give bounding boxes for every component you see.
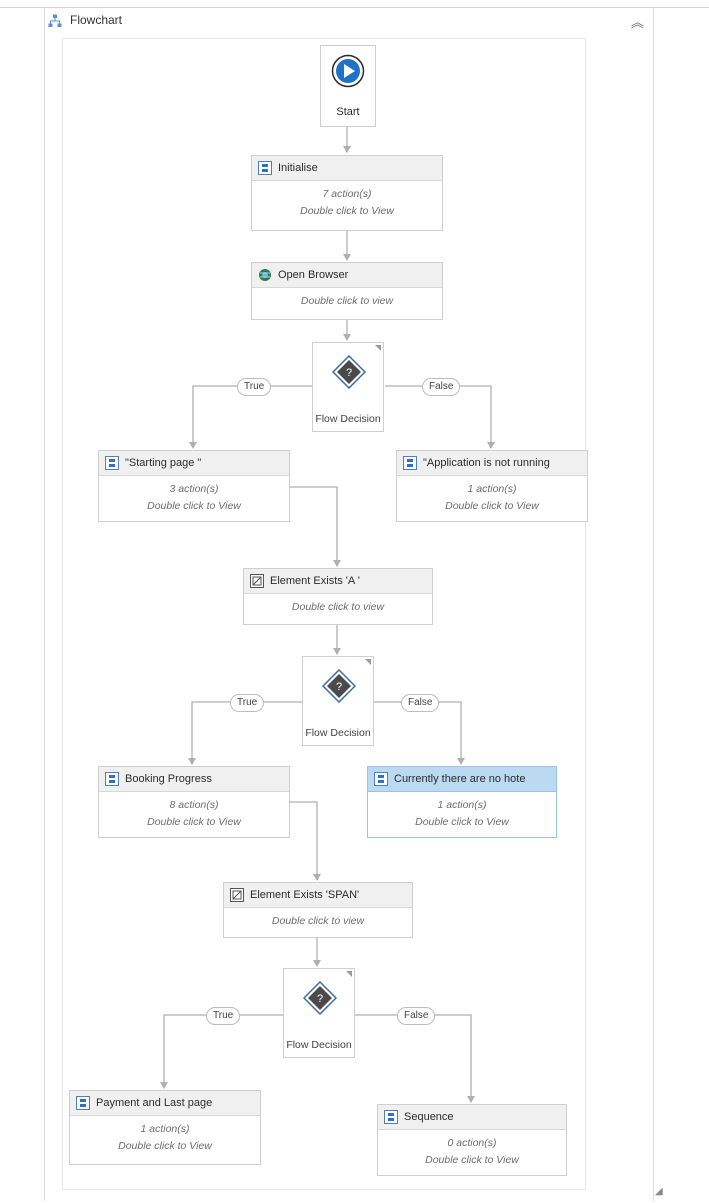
- activity-application-not-running[interactable]: "Application is not running 1 action(s) …: [396, 450, 588, 522]
- activity-title: Element Exists 'A ': [270, 575, 360, 587]
- activity-payment-and-last-page[interactable]: Payment and Last page 1 action(s) Double…: [69, 1090, 261, 1165]
- sequence-icon: [105, 456, 119, 470]
- flow-decision-2[interactable]: ? Flow Decision: [302, 656, 374, 746]
- activity-title: "Starting page ": [125, 457, 202, 469]
- decision-diamond-icon: ?: [332, 355, 366, 389]
- activity-booking-progress[interactable]: Booking Progress 8 action(s) Double clic…: [98, 766, 290, 838]
- view-hint: Double click to View: [118, 1140, 212, 1152]
- false-branch-label: False: [397, 1007, 436, 1025]
- action-count: 1 action(s): [437, 799, 487, 811]
- view-hint: Double click to View: [425, 1154, 519, 1166]
- true-branch-label: True: [230, 694, 265, 712]
- action-count: 3 action(s): [169, 483, 219, 495]
- activity-open-browser[interactable]: Open Browser Double click to view: [251, 262, 443, 320]
- activity-element-exists-span[interactable]: Element Exists 'SPAN' Double click to vi…: [223, 882, 413, 938]
- svg-text:?: ?: [336, 681, 342, 693]
- view-hint: Double click to view: [291, 601, 385, 613]
- view-hint: Double click to view: [300, 295, 394, 307]
- activity-title: Open Browser: [278, 269, 349, 281]
- true-branch-label: True: [237, 378, 272, 396]
- decision-label: Flow Decision: [305, 727, 371, 739]
- activity-title: Booking Progress: [125, 773, 212, 785]
- start-node[interactable]: Start: [320, 45, 376, 127]
- activity-sequence[interactable]: Sequence 0 action(s) Double click to Vie…: [377, 1104, 567, 1176]
- action-count: 0 action(s): [447, 1137, 497, 1149]
- sequence-icon: [384, 1110, 398, 1124]
- corner-marker: [346, 971, 352, 977]
- action-count: 7 action(s): [322, 188, 372, 200]
- activity-title: Currently there are no hote: [394, 773, 526, 785]
- corner-marker: [365, 659, 371, 665]
- sequence-icon: [258, 161, 272, 175]
- activity-element-exists-a[interactable]: Element Exists 'A ' Double click to view: [243, 568, 433, 625]
- activity-title: "Application is not running: [423, 457, 550, 469]
- flowchart-header: Flowchart ︽: [44, 8, 652, 34]
- true-branch-label: True: [206, 1007, 241, 1025]
- flowchart-icon: [48, 14, 62, 27]
- corner-marker: [375, 345, 381, 351]
- sequence-icon: [76, 1096, 90, 1110]
- action-count: 8 action(s): [169, 799, 219, 811]
- decision-diamond-icon: ?: [303, 981, 337, 1015]
- double-chevron-up-icon[interactable]: ︽: [630, 15, 644, 30]
- sequence-icon: [105, 772, 119, 786]
- false-branch-label: False: [422, 378, 461, 396]
- start-label: Start: [336, 106, 360, 118]
- false-branch-label: False: [401, 694, 440, 712]
- activity-title: Initialise: [278, 162, 318, 174]
- activity-initialise[interactable]: Initialise 7 action(s) Double click to V…: [251, 155, 443, 231]
- view-hint: Double click to View: [147, 500, 241, 512]
- svg-text:?: ?: [346, 367, 352, 379]
- view-hint: Double click to View: [415, 816, 509, 828]
- view-hint: Double click to view: [271, 915, 365, 927]
- element-exists-icon: [250, 574, 264, 588]
- element-exists-icon: [230, 888, 244, 902]
- flow-decision-3[interactable]: ? Flow Decision: [283, 968, 355, 1058]
- flowchart-title: Flowchart: [70, 13, 123, 27]
- decision-label: Flow Decision: [286, 1039, 352, 1051]
- activity-title: Element Exists 'SPAN': [250, 889, 360, 901]
- view-hint: Double click to View: [300, 205, 394, 217]
- activity-title: Sequence: [404, 1111, 454, 1123]
- top-border: [0, 7, 709, 8]
- sequence-icon: [374, 772, 388, 786]
- action-count: 1 action(s): [467, 483, 517, 495]
- decision-label: Flow Decision: [315, 413, 381, 425]
- play-icon: [331, 54, 365, 88]
- svg-text:?: ?: [317, 993, 323, 1005]
- activity-title: Payment and Last page: [96, 1097, 213, 1109]
- activity-starting-page[interactable]: "Starting page " 3 action(s) Double clic…: [98, 450, 290, 522]
- resize-grip-icon[interactable]: ◢: [655, 1186, 663, 1197]
- action-count: 1 action(s): [140, 1123, 190, 1135]
- globe-icon: [259, 269, 271, 281]
- sequence-icon: [403, 456, 417, 470]
- view-hint: Double click to View: [147, 816, 241, 828]
- decision-diamond-icon: ?: [322, 669, 356, 703]
- flow-decision-1[interactable]: ? Flow Decision: [312, 342, 384, 432]
- activity-no-hotels[interactable]: Currently there are no hote 1 action(s) …: [367, 766, 557, 838]
- view-hint: Double click to View: [445, 500, 539, 512]
